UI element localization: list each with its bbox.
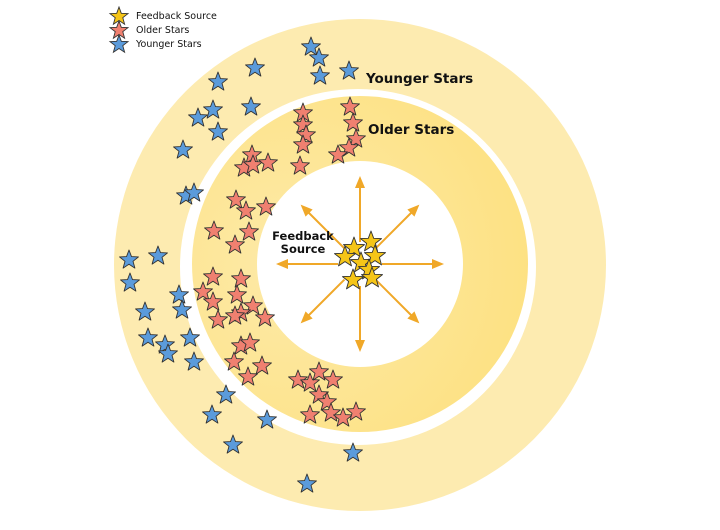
older-star: [317, 391, 337, 411]
feedback-source-star: [364, 244, 386, 266]
feedback-arrow-shaft: [374, 278, 415, 319]
feedback-arrow-shaft: [374, 209, 415, 250]
younger-star: [119, 249, 139, 269]
feedback-arrow-head: [300, 204, 313, 217]
younger-star: [241, 96, 261, 116]
older-star: [238, 366, 258, 386]
younger-star: [120, 272, 140, 292]
younger-stars-label: Younger Stars: [366, 71, 474, 87]
younger-star: [173, 139, 193, 159]
older-star: [240, 332, 260, 352]
feedback-arrow-head: [300, 311, 313, 324]
feedback-arrow-shaft: [305, 209, 346, 250]
feedback-arrows: [276, 176, 444, 352]
feedback-arrow-head: [355, 176, 365, 188]
older-star: [340, 96, 360, 116]
younger-star: [138, 327, 158, 347]
older-star: [236, 200, 256, 220]
feedback-source-star: [334, 245, 356, 267]
older-star: [227, 284, 247, 304]
older-star: [256, 196, 276, 216]
younger-star: [169, 284, 189, 304]
younger-star: [309, 47, 329, 67]
younger-star: [203, 99, 223, 119]
younger-star: [155, 334, 175, 354]
feedback-source-star: [360, 230, 382, 252]
younger-star: [245, 57, 265, 77]
younger-star: [297, 473, 317, 493]
younger-star: [172, 299, 192, 319]
older-star: [333, 407, 353, 427]
older-star: [225, 305, 245, 325]
older-stars-label: Older Stars: [368, 122, 455, 138]
older-star: [343, 112, 363, 132]
older-stars: [193, 96, 366, 427]
older-star: [224, 351, 244, 371]
younger-star: [188, 107, 208, 127]
younger-star: [202, 404, 222, 424]
older-star: [293, 114, 313, 134]
older-star: [300, 372, 320, 392]
younger-star: [184, 182, 204, 202]
feedback-arrow-head: [407, 311, 420, 324]
older-star: [346, 401, 366, 421]
feedback-arrow-head: [432, 259, 444, 269]
feedback-arrow-head: [355, 340, 365, 352]
older-star: [288, 369, 308, 389]
legend: Feedback Source Older Stars Younger Star…: [108, 6, 217, 54]
older-star: [203, 266, 223, 286]
feedback-arrow-head: [407, 204, 420, 217]
younger-star: [216, 384, 236, 404]
older-star: [296, 124, 316, 144]
older-star: [226, 189, 246, 209]
younger-star: [208, 71, 228, 91]
older-star: [231, 268, 251, 288]
younger-star: [180, 327, 200, 347]
younger-star: [148, 245, 168, 265]
older-star: [258, 152, 278, 172]
older-star: [252, 355, 272, 375]
older-star: [204, 220, 224, 240]
older-star: [239, 221, 259, 241]
older-star: [328, 144, 348, 164]
older-star: [243, 295, 263, 315]
older-star: [321, 402, 341, 422]
older-star: [309, 361, 329, 381]
feedback-arrow-head: [276, 259, 288, 269]
younger-star: [223, 434, 243, 454]
feedback-arrow-shaft: [305, 278, 346, 319]
younger-star: [208, 121, 228, 141]
older-star: [293, 134, 313, 154]
younger-star: [310, 65, 330, 85]
older-star: [323, 369, 343, 389]
younger-star: [343, 442, 363, 462]
feedback-source-stars: [334, 230, 386, 290]
younger-star: [135, 301, 155, 321]
legend-item-younger-stars: Younger Stars: [108, 34, 217, 54]
older-star: [193, 281, 213, 301]
younger-star: [158, 343, 178, 363]
younger-star: [301, 36, 321, 56]
star-icon: [108, 34, 130, 54]
legend-label: Older Stars: [136, 24, 190, 36]
younger-star: [184, 351, 204, 371]
older-star: [346, 128, 366, 148]
feedback-source-star: [361, 266, 383, 288]
younger-star: [339, 60, 359, 80]
older-star: [339, 137, 359, 157]
feedback-source-star: [342, 268, 364, 290]
feedback-source-star: [343, 236, 365, 258]
older-star: [208, 309, 228, 329]
older-star: [290, 155, 310, 175]
older-star: [255, 307, 275, 327]
legend-label: Younger Stars: [136, 38, 202, 50]
younger-star: [257, 409, 277, 429]
legend-label: Feedback Source: [136, 10, 217, 22]
older-star: [300, 404, 320, 424]
younger-stars: [119, 36, 363, 493]
older-star: [225, 234, 245, 254]
older-star: [203, 291, 223, 311]
